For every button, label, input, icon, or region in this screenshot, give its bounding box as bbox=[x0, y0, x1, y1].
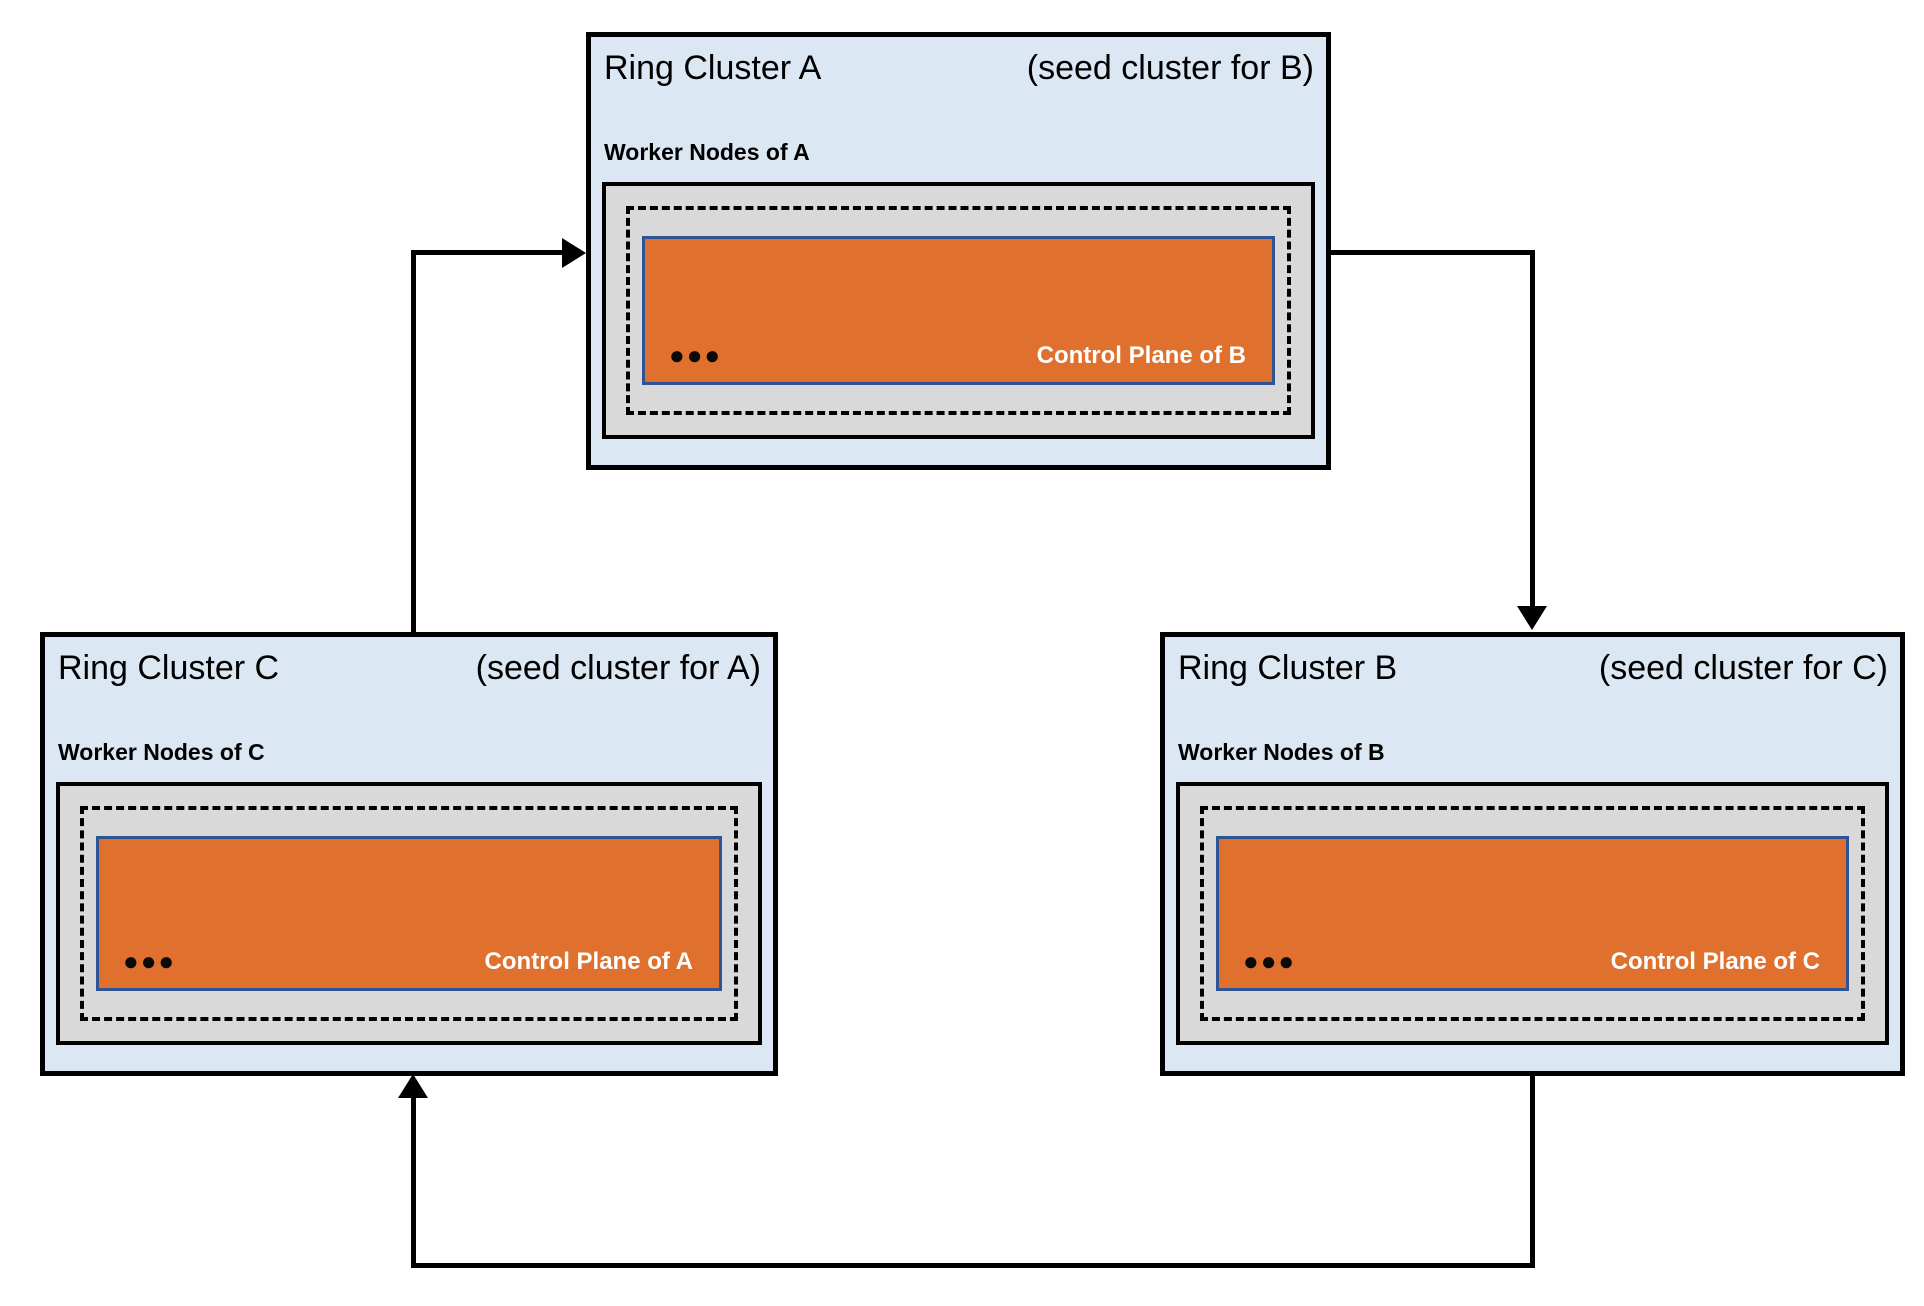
cluster-c-seed-note: (seed cluster for A) bbox=[475, 649, 761, 687]
arrow-c-to-a-horizontal-segment bbox=[411, 250, 566, 255]
arrow-b-to-c-vertical-segment-from-b bbox=[1530, 1076, 1535, 1268]
cluster-box-b: Ring Cluster B (seed cluster for C) Work… bbox=[1160, 632, 1905, 1076]
cluster-a-worker-nodes-label: Worker Nodes of A bbox=[604, 139, 810, 165]
cluster-c-title-row: Ring Cluster C (seed cluster for A) bbox=[58, 649, 761, 688]
control-plane-of-c-box: ●●● Control Plane of C bbox=[1216, 836, 1849, 991]
cluster-b-title: Ring Cluster B bbox=[1178, 649, 1398, 687]
ellipsis-dots: ●●● bbox=[1243, 946, 1297, 976]
control-plane-of-b-label: Control Plane of B bbox=[1036, 341, 1246, 369]
arrow-c-to-a-vertical-segment bbox=[411, 250, 416, 634]
cluster-a-title-row: Ring Cluster A (seed cluster for B) bbox=[604, 49, 1314, 88]
cluster-b-seed-note: (seed cluster for C) bbox=[1598, 649, 1888, 687]
cluster-box-a: Ring Cluster A (seed cluster for B) Work… bbox=[586, 32, 1331, 470]
arrow-c-to-a-arrowhead-icon bbox=[562, 238, 586, 268]
pod-boundary-dashed-a bbox=[626, 206, 1291, 415]
control-plane-of-a-label: Control Plane of A bbox=[484, 947, 693, 975]
ellipsis-dots: ●●● bbox=[123, 946, 177, 976]
pod-boundary-dashed-b bbox=[1200, 806, 1865, 1021]
cluster-a-seed-note: (seed cluster for B) bbox=[1026, 49, 1314, 87]
cluster-c-title: Ring Cluster C bbox=[58, 649, 280, 687]
arrow-b-to-c-arrowhead-icon bbox=[398, 1074, 428, 1098]
control-plane-of-b-box: ●●● Control Plane of B bbox=[642, 236, 1275, 385]
arrow-b-to-c-vertical-segment-to-c bbox=[411, 1098, 416, 1268]
cluster-b-title-row: Ring Cluster B (seed cluster for C) bbox=[1178, 649, 1888, 688]
arrow-a-to-b-horizontal-segment bbox=[1331, 250, 1535, 255]
cluster-c-worker-nodes-label: Worker Nodes of C bbox=[58, 739, 265, 765]
cluster-box-c: Ring Cluster C (seed cluster for A) Work… bbox=[40, 632, 778, 1076]
arrow-a-to-b-vertical-segment bbox=[1530, 250, 1535, 610]
control-plane-of-c-label: Control Plane of C bbox=[1610, 947, 1820, 975]
ellipsis-dots: ●●● bbox=[669, 340, 723, 370]
cluster-a-title: Ring Cluster A bbox=[604, 49, 822, 87]
worker-nodes-box-c: ●●● Control Plane of A bbox=[56, 782, 762, 1045]
control-plane-of-a-box: ●●● Control Plane of A bbox=[96, 836, 722, 991]
worker-nodes-box-a: ●●● Control Plane of B bbox=[602, 182, 1315, 439]
worker-nodes-box-b: ●●● Control Plane of C bbox=[1176, 782, 1889, 1045]
arrow-a-to-b-arrowhead-icon bbox=[1517, 606, 1547, 630]
arrow-b-to-c-horizontal-segment bbox=[411, 1263, 1535, 1268]
cluster-b-worker-nodes-label: Worker Nodes of B bbox=[1178, 739, 1385, 765]
pod-boundary-dashed-c bbox=[80, 806, 738, 1021]
